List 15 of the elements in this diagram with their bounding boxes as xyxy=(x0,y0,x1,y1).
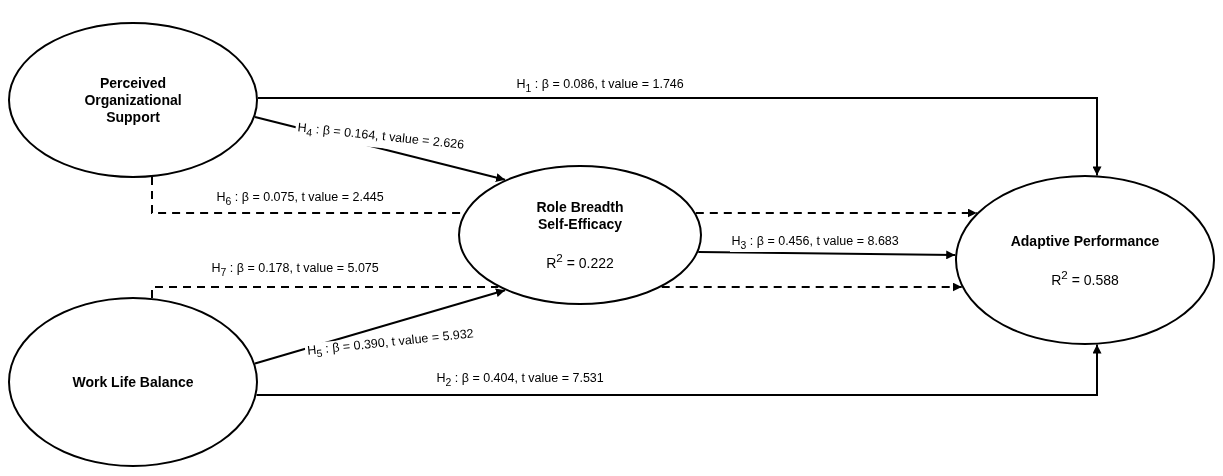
edge-label: H$_{2}$ : β = 0.404, t value = 7.531 xyxy=(434,370,606,389)
node-title: Work Life Balance xyxy=(72,373,194,391)
edge-label: H$_{3}$ : β = 0.456, t value = 8.683 xyxy=(729,233,901,252)
node-title: Role Breadth Self-Efficacy xyxy=(535,199,625,234)
edge-label: H$_{7}$ : β = 0.178, t value = 5.075 xyxy=(209,260,381,279)
edge-label: H$_{1}$ : β = 0.086, t value = 1.746 xyxy=(514,76,686,95)
r-squared-label: R$^{2}$ = 0.222 xyxy=(546,251,614,271)
arrow xyxy=(255,343,1102,396)
arrow xyxy=(254,288,506,365)
edge-label: H$_{6}$ : β = 0.075, t value = 2.445 xyxy=(214,189,386,208)
r-squared-label: R$^{2}$ = 0.588 xyxy=(1051,267,1119,288)
node-title: Adaptive Performance xyxy=(1010,232,1160,250)
dashed-line xyxy=(151,286,500,299)
node-title: Perceived Organizational Support xyxy=(83,74,183,126)
arrow xyxy=(257,97,1102,177)
